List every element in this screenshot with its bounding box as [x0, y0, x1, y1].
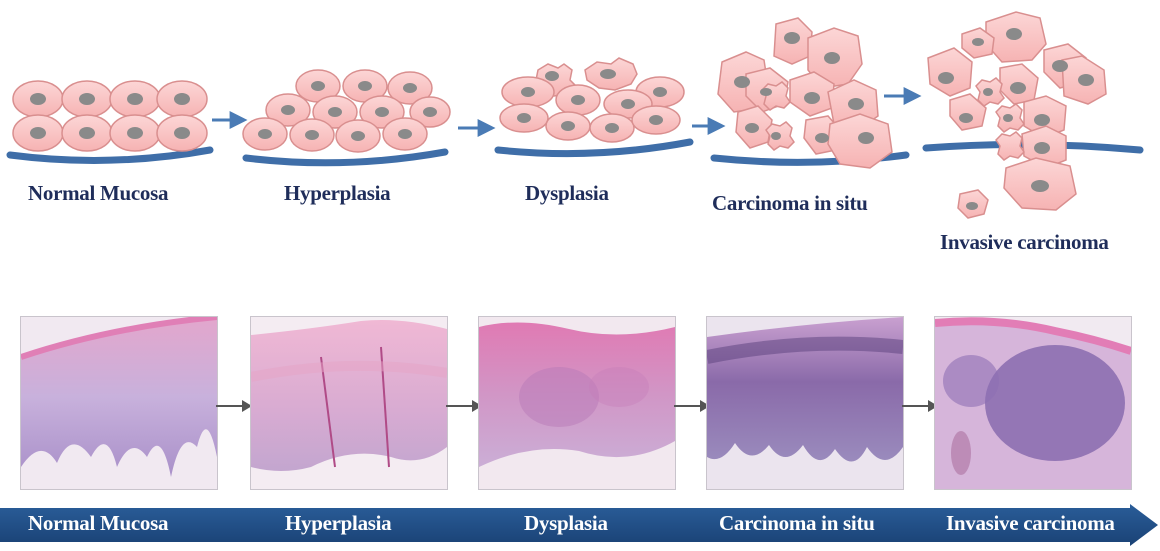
banner-label-normal-mucosa: Normal Mucosa — [28, 511, 168, 536]
micrograph-dysplasia — [478, 316, 676, 490]
banner-label-invasive-carcinoma: Invasive carcinoma — [946, 511, 1115, 536]
normal-mucosa-diagram — [10, 81, 210, 160]
micrograph-normal-mucosa — [20, 316, 218, 490]
micrograph-hyperplasia — [250, 316, 448, 490]
banner-label-dysplasia: Dysplasia — [524, 511, 608, 536]
micrograph-carcinoma-in-situ — [706, 316, 904, 490]
hyperplasia-diagram — [243, 70, 450, 163]
micrograph-invasive-carcinoma — [934, 316, 1132, 490]
stage-label-hyperplasia: Hyperplasia — [284, 181, 390, 206]
micro-arrow-1 — [214, 398, 254, 414]
stage-label-invasive-carcinoma: Invasive carcinoma — [940, 230, 1109, 255]
banner-label-hyperplasia: Hyperplasia — [285, 511, 391, 536]
stage-label-normal-mucosa: Normal Mucosa — [28, 181, 168, 206]
invasive-carcinoma-diagram — [926, 12, 1140, 218]
banner-label-carcinoma-in-situ: Carcinoma in situ — [719, 511, 875, 536]
stage-label-carcinoma-in-situ: Carcinoma in situ — [712, 191, 868, 216]
dysplasia-diagram — [498, 58, 690, 154]
stage-label-dysplasia: Dysplasia — [525, 181, 609, 206]
carcinoma-in-situ-diagram — [714, 18, 906, 168]
